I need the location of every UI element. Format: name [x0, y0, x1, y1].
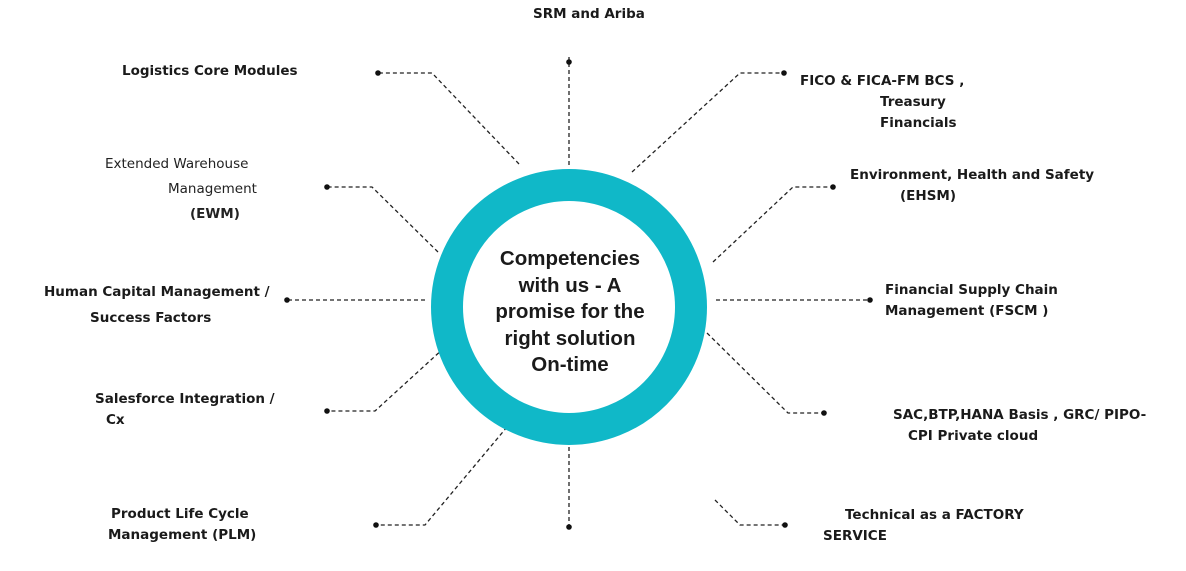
connector-dot-logistics — [375, 70, 381, 76]
connector-dot-sac — [821, 410, 827, 416]
competency-ring — [431, 169, 707, 445]
center-line: On-time — [531, 353, 609, 376]
label-fscm: Financial Supply Chain Management (FSCM … — [885, 282, 1058, 319]
center-line: promise for the — [495, 300, 645, 323]
label-logistics-core: Logistics Core Modules — [122, 63, 298, 79]
connector-ehsm — [712, 186, 833, 263]
connector-technical — [714, 499, 785, 526]
connector-dot-srm — [566, 59, 572, 65]
connector-ewm — [327, 186, 439, 253]
label-technical-factory: Technical as a FACTORY SERVICE — [823, 507, 1024, 544]
connector-salesforce — [327, 347, 445, 412]
connector-lines — [284, 57, 873, 530]
label-fico-treasury: FICO & FICA-FM BCS , Treasury Financials — [800, 73, 965, 131]
label-ewm: Extended Warehouse Management (EWM) — [105, 156, 257, 222]
connector-dot-hcm — [284, 297, 290, 303]
label-hcm-successfactors: Human Capital Management / Success Facto… — [44, 284, 270, 326]
connector-plm — [376, 426, 508, 526]
connector-dot-ehsm — [830, 184, 836, 190]
connector-fico — [631, 72, 784, 173]
connector-dot-plm — [373, 522, 379, 528]
connector-dot-srm-bottom — [566, 524, 572, 530]
connector-dot-fico — [781, 70, 787, 76]
connector-dot-salesforce — [324, 408, 330, 414]
center-statement: Competencies with us - A promise for the… — [470, 246, 670, 379]
connector-dot-ewm — [324, 184, 330, 190]
center-line: Competencies — [499, 247, 641, 270]
connector-sac — [706, 332, 824, 414]
label-srm-ariba: SRM and Ariba — [533, 6, 645, 22]
label-salesforce-cx: Salesforce Integration / Cx — [95, 391, 275, 428]
label-plm: Product Life Cycle Management (PLM) — [108, 506, 257, 543]
center-line: right solution — [504, 326, 636, 350]
center-line: with us - A — [518, 273, 622, 297]
connector-dot-technical — [782, 522, 788, 528]
label-sac-btp-hana: SAC,BTP,HANA Basis , GRC/ PIPO- CPI Priv… — [893, 407, 1147, 444]
label-ehsm: Environment, Health and Safety (EHSM) — [850, 167, 1095, 204]
connector-logistics — [378, 72, 520, 165]
connector-dot-fscm — [867, 297, 873, 303]
